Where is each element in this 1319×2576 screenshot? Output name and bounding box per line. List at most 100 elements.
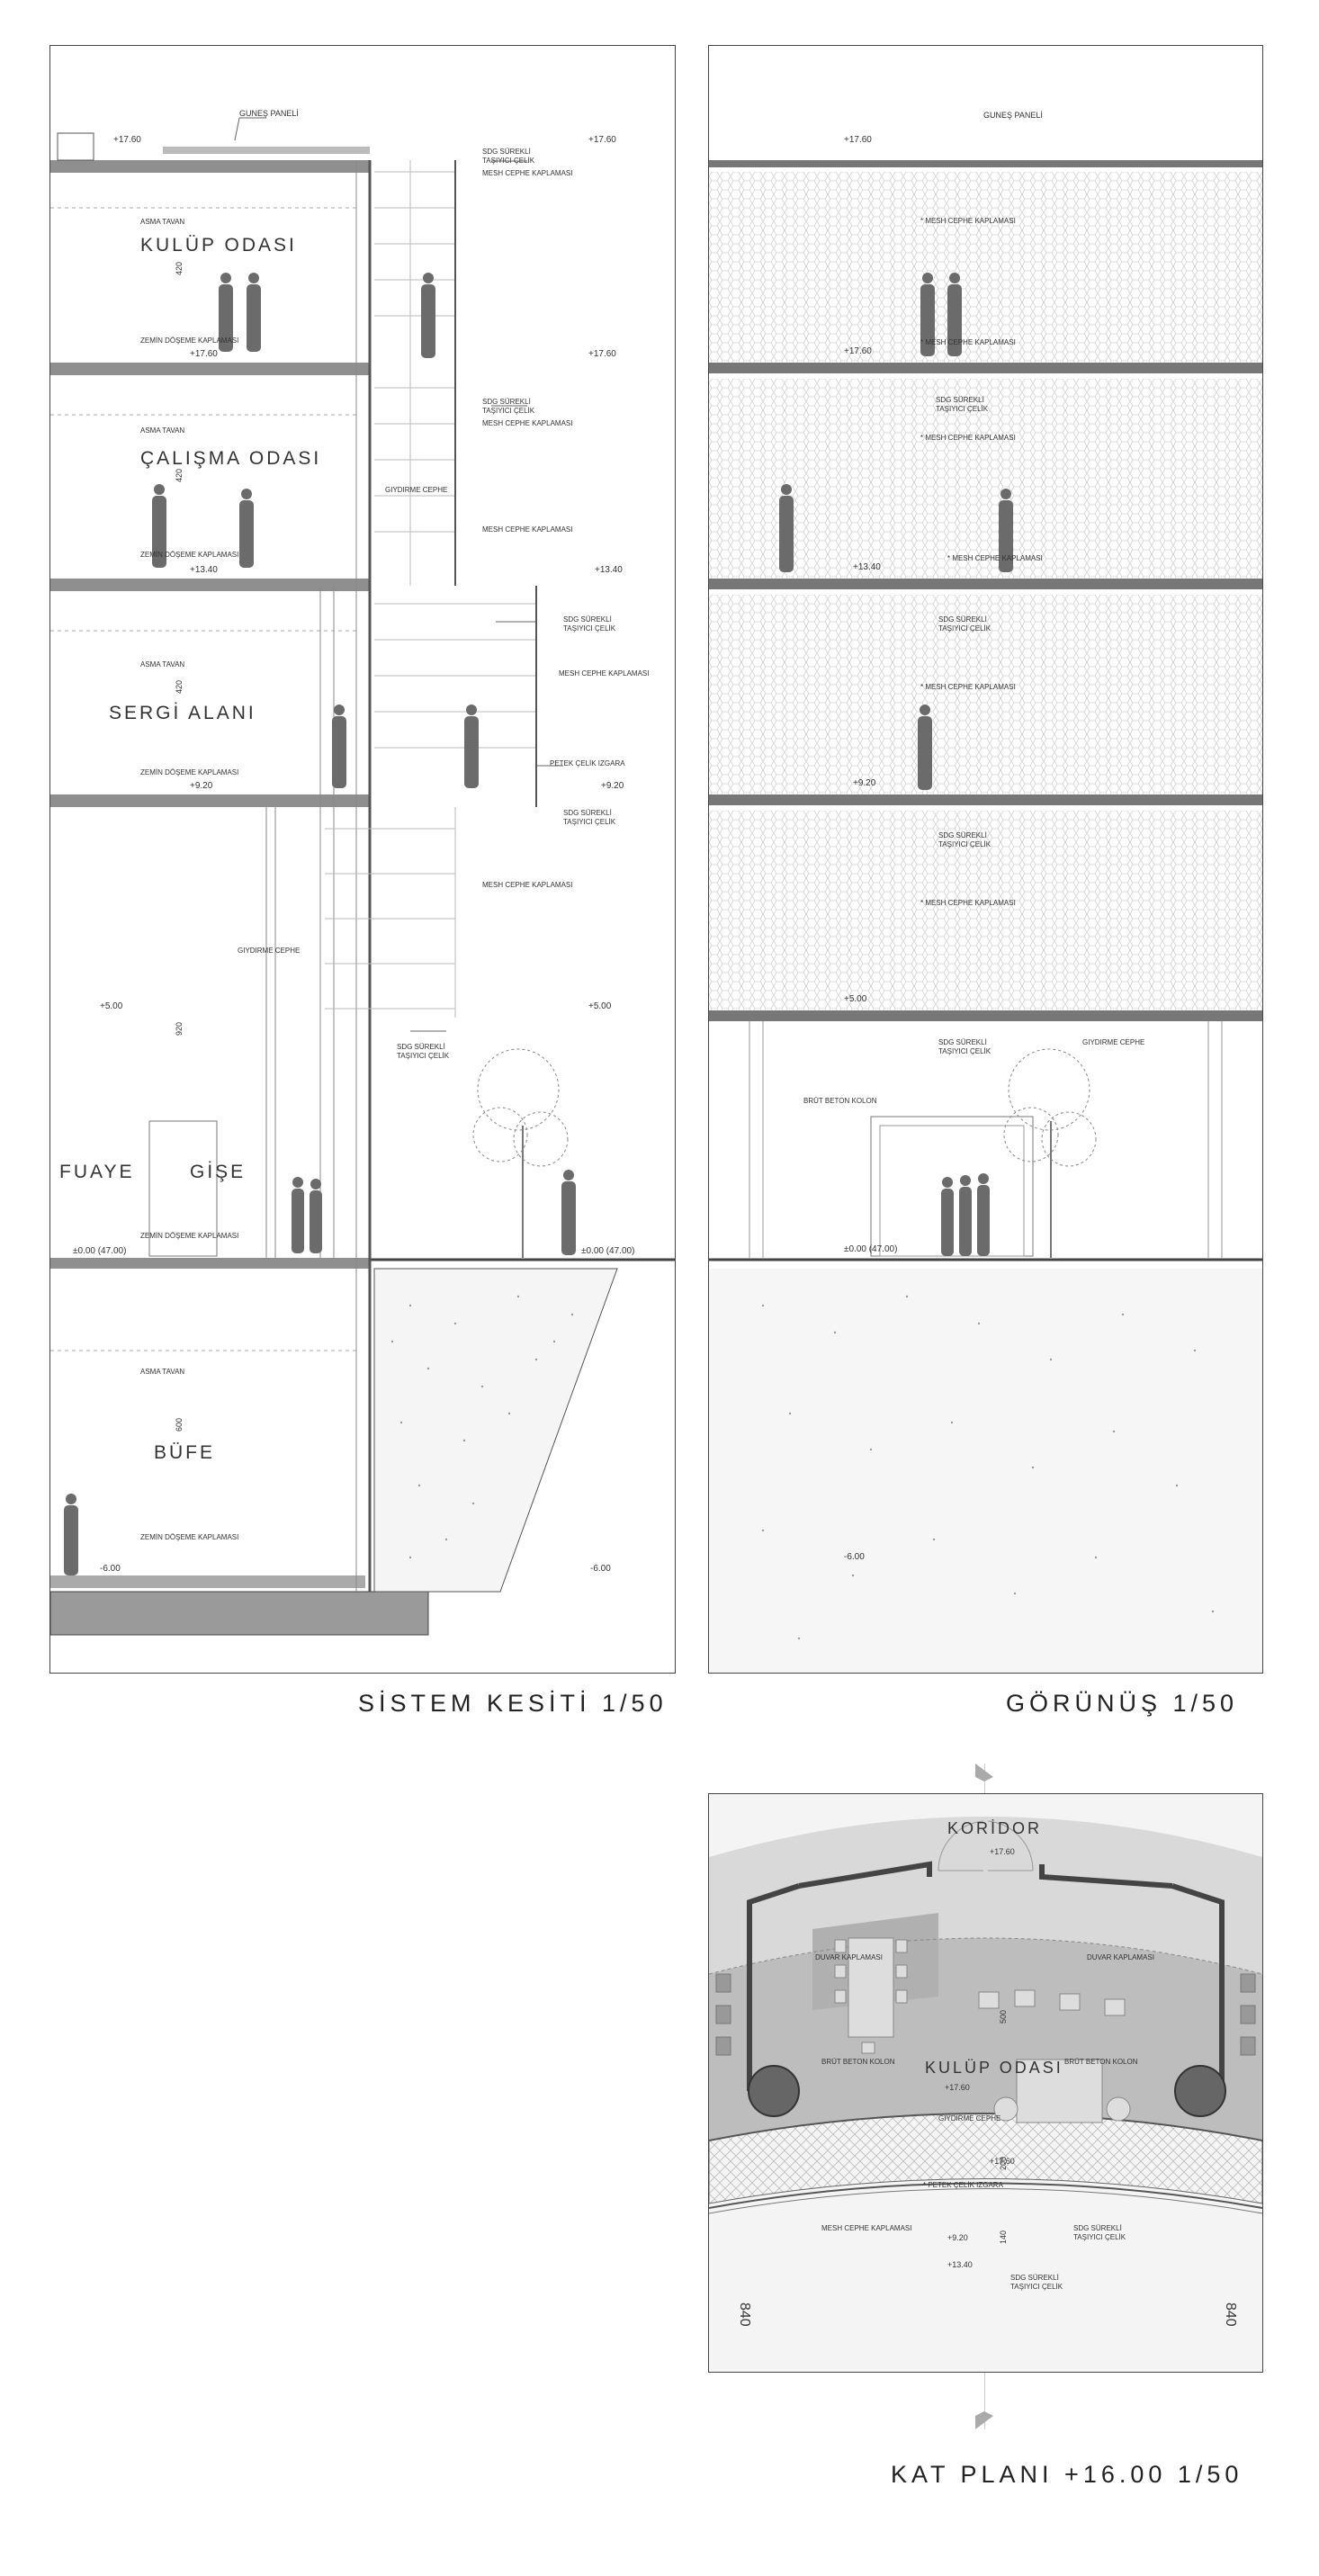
mesh-label: * MESH CEPHE KAPLAMASI [920,217,1016,225]
section-title: SİSTEM KESİTİ 1/50 [358,1690,668,1717]
dimension: 920 [175,1022,184,1036]
steel-label: TAŞIYICI ÇELİK [938,624,991,633]
grid-label: * PETEK ÇELİK IZGARA [923,2181,1004,2189]
dimension: 600 [175,1418,184,1432]
floor-label: ZEMİN DÖŞEME KAPLAMASI [140,551,238,559]
dimension: 420 [175,262,184,275]
grid-label: PETEK ÇELİK IZGARA [550,759,625,767]
level-marker: +5.00 [844,994,867,1004]
plan-title: KAT PLANI +16.00 1/50 [891,2461,1243,2488]
elevation-title: GÖRÜNÜŞ 1/50 [1006,1690,1239,1717]
level-marker: +9.20 [601,781,624,791]
solar-panel-label: GUNEŞ PANELİ [983,111,1043,120]
room-label-calisma: ÇALIŞMA ODASI [140,448,321,469]
level-marker: +5.00 [588,1001,612,1011]
steel-label: TAŞIYICI ÇELİK [1073,2233,1126,2241]
mesh-label: MESH CEPHE KAPLAMASI [482,169,572,177]
steel-label: TAŞIYICI ÇELİK [938,840,991,848]
room-label-kulup: KULÜP ODASI [140,235,297,256]
curtain-wall-label: GIYDIRME CEPHE [938,2114,1000,2123]
dimension: 840 [737,2302,752,2327]
steel-label: TAŞIYICI ÇELİK [482,157,535,165]
level-marker: +13.40 [190,565,218,575]
level-marker: +9.20 [190,781,213,791]
floor-plan-drawing: KORİDOR KULÜP ODASI DUVAR KAPLAMASI DUVA… [708,1793,1263,2373]
ceiling-label: ASMA TAVAN [140,660,184,669]
ceiling-label: ASMA TAVAN [140,426,184,435]
level-marker: ±0.00 (47.00) [581,1246,634,1256]
dimension: 200 [999,2157,1008,2170]
steel-label: TAŞIYICI ÇELİK [938,1047,991,1055]
section-drawing: GUNEŞ PANELİ +17.60 +17.60 ASMA TAVAN AS… [49,45,676,1674]
steel-label: TAŞIYICI ÇELİK [936,405,989,413]
level-marker: -6.00 [100,1564,121,1574]
room-label-sergi: SERGİ ALANI [109,703,256,723]
ceiling-label: ASMA TAVAN [140,1368,184,1376]
level-marker: +17.60 [945,2083,970,2092]
room-label-bufe: BÜFE [154,1442,215,1463]
floor-label: ZEMİN DÖŞEME KAPLAMASI [140,337,238,345]
room-label-fuaye: FUAYE [59,1162,134,1182]
floor-label: ZEMİN DÖŞEME KAPLAMASI [140,1232,238,1240]
level-marker: -6.00 [590,1564,611,1574]
steel-label: SDG SÜREKLİ [938,831,987,839]
mesh-label: * MESH CEPHE KAPLAMASI [920,434,1016,442]
steel-label: TAŞIYICI ÇELİK [563,818,616,826]
column-label: BRÜT BETON KOLON [803,1097,877,1105]
mesh-label: * MESH CEPHE KAPLAMASI [920,683,1016,691]
steel-label: TAŞIYICI ÇELİK [482,407,535,415]
steel-label: SDG SÜREKLİ [1073,2224,1122,2232]
level-marker: +17.60 [588,135,616,145]
room-label-gise: GİŞE [190,1162,246,1182]
steel-label: SDG SÜREKLİ [482,148,531,156]
ceiling-label: ASMA TAVAN [140,218,184,226]
level-marker: +5.00 [100,1001,123,1011]
steel-label: SDG SÜREKLİ [563,809,612,817]
steel-label: SDG SÜREKLİ [938,1038,987,1046]
steel-label: SDG SÜREKLİ [482,398,531,406]
mesh-label: MESH CEPHE KAPLAMASI [821,2224,911,2232]
level-marker: +17.60 [844,135,872,145]
mesh-label: MESH CEPHE KAPLAMASI [482,419,572,427]
level-marker: +17.60 [588,349,616,359]
steel-label: SDG SÜREKLİ [563,615,612,624]
curtain-wall-label: GIYDIRME CEPHE [385,486,447,494]
steel-label: TAŞIYICI ÇELİK [563,624,616,633]
floor-label: ZEMİN DÖŞEME KAPLAMASI [140,1533,238,1541]
steel-label: SDG SÜREKLİ [397,1043,445,1051]
mesh-label: MESH CEPHE KAPLAMASI [559,669,649,678]
curtain-wall-label: GIYDIRME CEPHE [1082,1038,1144,1046]
level-marker: +13.40 [595,565,623,575]
level-marker: +17.60 [990,2157,1015,2166]
curtain-wall-label: GIYDIRME CEPHE [238,947,300,955]
level-marker: +13.40 [947,2260,973,2269]
mesh-label: * MESH CEPHE KAPLAMASI [920,338,1016,346]
level-marker: +17.60 [113,135,141,145]
room-label-kulup-plan: KULÜP ODASI [925,2059,1063,2077]
column-label: BRÜT BETON KOLON [1064,2058,1138,2066]
elevation-drawing: GUNEŞ PANELİ +17.60 * MESH CEPHE KAPLAMA… [708,45,1263,1674]
steel-label: TAŞIYICI ÇELİK [397,1052,450,1060]
level-marker: +17.60 [844,346,872,356]
mesh-label: * MESH CEPHE KAPLAMASI [947,554,1043,562]
dimension: 500 [999,2010,1008,2024]
level-marker: +13.40 [853,562,881,572]
level-marker: +9.20 [947,2233,968,2242]
level-marker: +17.60 [190,349,218,359]
solar-panel-label: GUNEŞ PANELİ [239,109,299,118]
level-marker: +9.20 [853,778,876,788]
floor-label: ZEMİN DÖŞEME KAPLAMASI [140,768,238,776]
mesh-label: MESH CEPHE KAPLAMASI [482,525,572,534]
wall-finish-label: DUVAR KAPLAMASI [1087,1953,1154,1961]
level-marker: ±0.00 (47.00) [73,1246,126,1256]
column-label: BRÜT BETON KOLON [821,2058,895,2066]
steel-label: SDG SÜREKLİ [1010,2274,1059,2282]
steel-label: SDG SÜREKLİ [936,396,984,404]
wall-finish-label: DUVAR KAPLAMASI [815,1953,883,1961]
level-marker: ±0.00 (47.00) [844,1244,897,1254]
dimension: 420 [175,680,184,694]
corridor-label: KORİDOR [947,1819,1042,1837]
level-marker: +17.60 [990,1847,1015,1856]
steel-label: SDG SÜREKLİ [938,615,987,624]
dimension: 140 [999,2230,1008,2244]
